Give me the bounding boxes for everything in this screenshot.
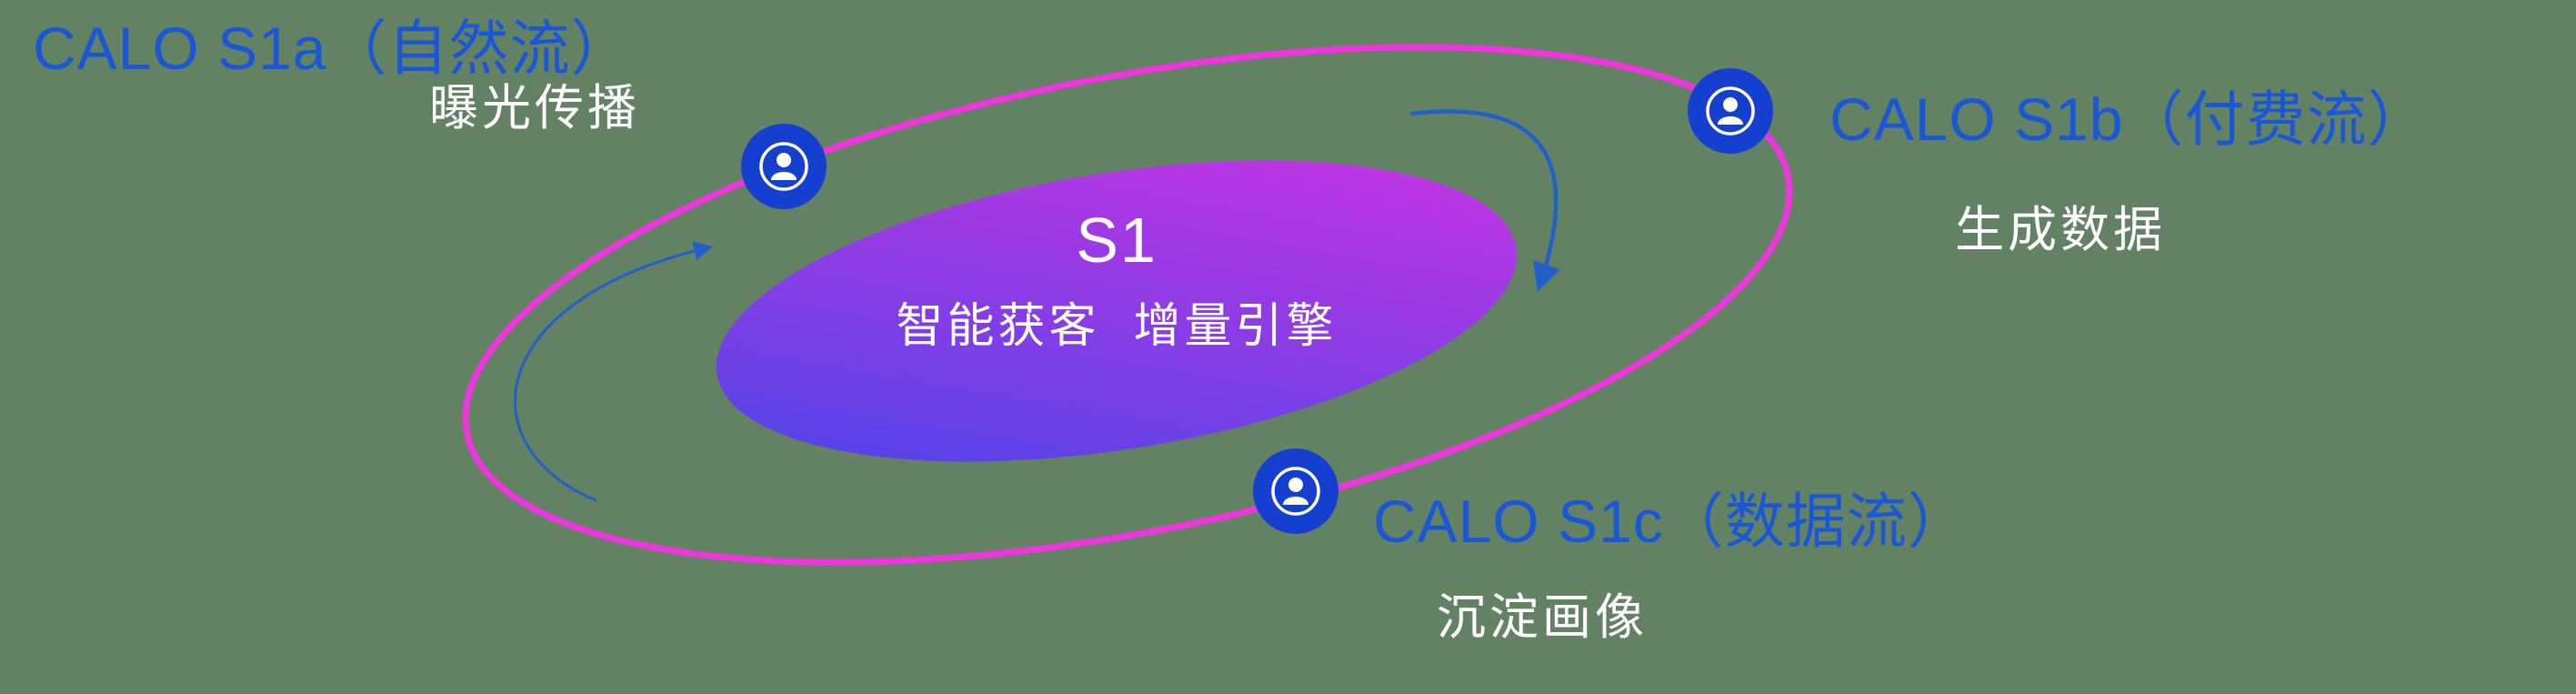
node-s1b <box>1688 68 1773 154</box>
user-circle-icon <box>759 142 808 191</box>
flow-arrow-right-icon <box>1409 109 1560 292</box>
user-circle-icon <box>1271 467 1320 516</box>
orbit-ellipse <box>462 44 1793 566</box>
user-circle-icon <box>1706 86 1755 136</box>
core-title: S1 <box>1076 205 1158 276</box>
core-text-block: S1 智能获客 增量引擎 <box>707 204 1526 356</box>
node-s1a <box>741 124 827 209</box>
s1c-subtitle: 沉淀画像 <box>1437 590 1648 645</box>
s1b-title: CALO S1b（付费流） <box>1829 85 2429 153</box>
s1b-subtitle: 生成数据 <box>1955 203 2166 257</box>
s1a-subtitle: 曝光传播 <box>429 81 640 136</box>
node-s1c <box>1253 448 1338 534</box>
s1a-title: CALO S1a（自然流） <box>33 15 632 82</box>
core-ellipse <box>716 160 1518 462</box>
core-subtitle: 智能获客 增量引擎 <box>896 300 1338 353</box>
flow-arrow-left-icon <box>514 241 714 502</box>
s1c-title: CALO S1c（数据流） <box>1373 488 1969 555</box>
